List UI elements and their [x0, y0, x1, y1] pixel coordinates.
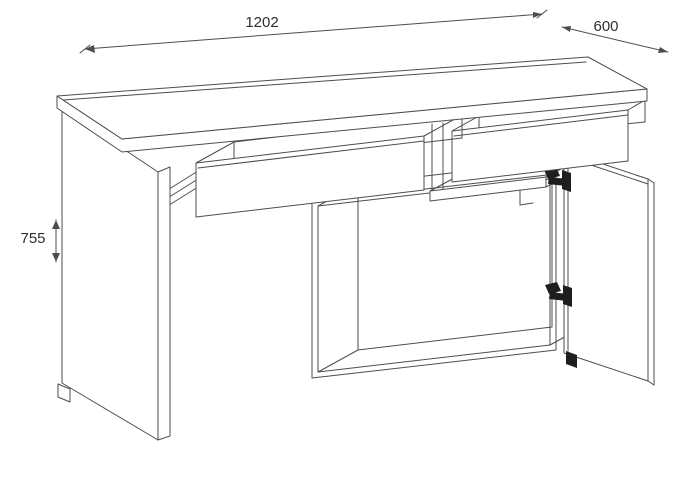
- dimension-width-label: 1202: [245, 14, 278, 31]
- adjustable-foot-left: [57, 383, 71, 403]
- drawer-front-panel: [451, 109, 629, 183]
- panel-front-edge-strip: [157, 166, 171, 441]
- adjustable-foot-right: [566, 351, 577, 368]
- dimension-arrowhead: [658, 47, 668, 53]
- dimension-line: [84, 13, 543, 50]
- dimension-arrowhead: [52, 253, 60, 262]
- tray-bracket: [519, 189, 534, 206]
- dimension-depth: 600: [561, 18, 669, 53]
- dimension-height-label: 755: [20, 230, 45, 247]
- carcass-divider: [431, 122, 444, 191]
- adjustable-feet: [57, 351, 577, 403]
- drawer-front-inner-line: [453, 114, 629, 137]
- desk-top-back-inner-line: [62, 61, 587, 101]
- hinge-door-plate: [562, 170, 571, 192]
- slide-rail: [165, 186, 199, 208]
- left-side-panel: [61, 107, 171, 441]
- dimension-height: 755: [20, 219, 60, 263]
- dimension-depth-label: 600: [593, 18, 618, 35]
- drawer-slide-rails: [165, 170, 199, 208]
- desk-top-surface: [56, 56, 648, 140]
- hinge-cup: [545, 282, 561, 294]
- dimension-arrowhead: [85, 45, 95, 53]
- door-hinge-bottom: [545, 282, 572, 307]
- slide-rail: [165, 178, 199, 200]
- tray-front-slab: [429, 176, 547, 202]
- cabinet-bottom-left-depth-edge: [317, 349, 359, 373]
- door-face: [563, 150, 649, 382]
- drawer-side-top-edge: [195, 141, 235, 164]
- cabinet-door-open: [563, 150, 655, 386]
- panel-side-face: [61, 107, 159, 441]
- door-thickness-bottom-edge: [647, 380, 655, 386]
- cabinet-inner-frame: [317, 178, 551, 373]
- cabinet-outer-frame: [311, 173, 557, 379]
- drawer-right-open: [451, 99, 646, 183]
- desk-top: [56, 56, 648, 153]
- dimension-line: [561, 26, 669, 53]
- drawer-front-panel: [195, 135, 425, 218]
- hinge-door-plate: [563, 285, 572, 307]
- dimension-width: 1202: [79, 9, 548, 54]
- cabinet-back-bottom-edge: [357, 326, 553, 351]
- slide-rail: [165, 170, 199, 192]
- dimension-arrowhead: [533, 12, 542, 18]
- drawer-side-top-edge: [451, 115, 480, 132]
- door-thickness-top-edge: [647, 178, 655, 184]
- dimension-arrowhead: [52, 220, 60, 229]
- dimension-arrowhead: [562, 26, 571, 32]
- drawer-front-inner-line: [197, 140, 425, 169]
